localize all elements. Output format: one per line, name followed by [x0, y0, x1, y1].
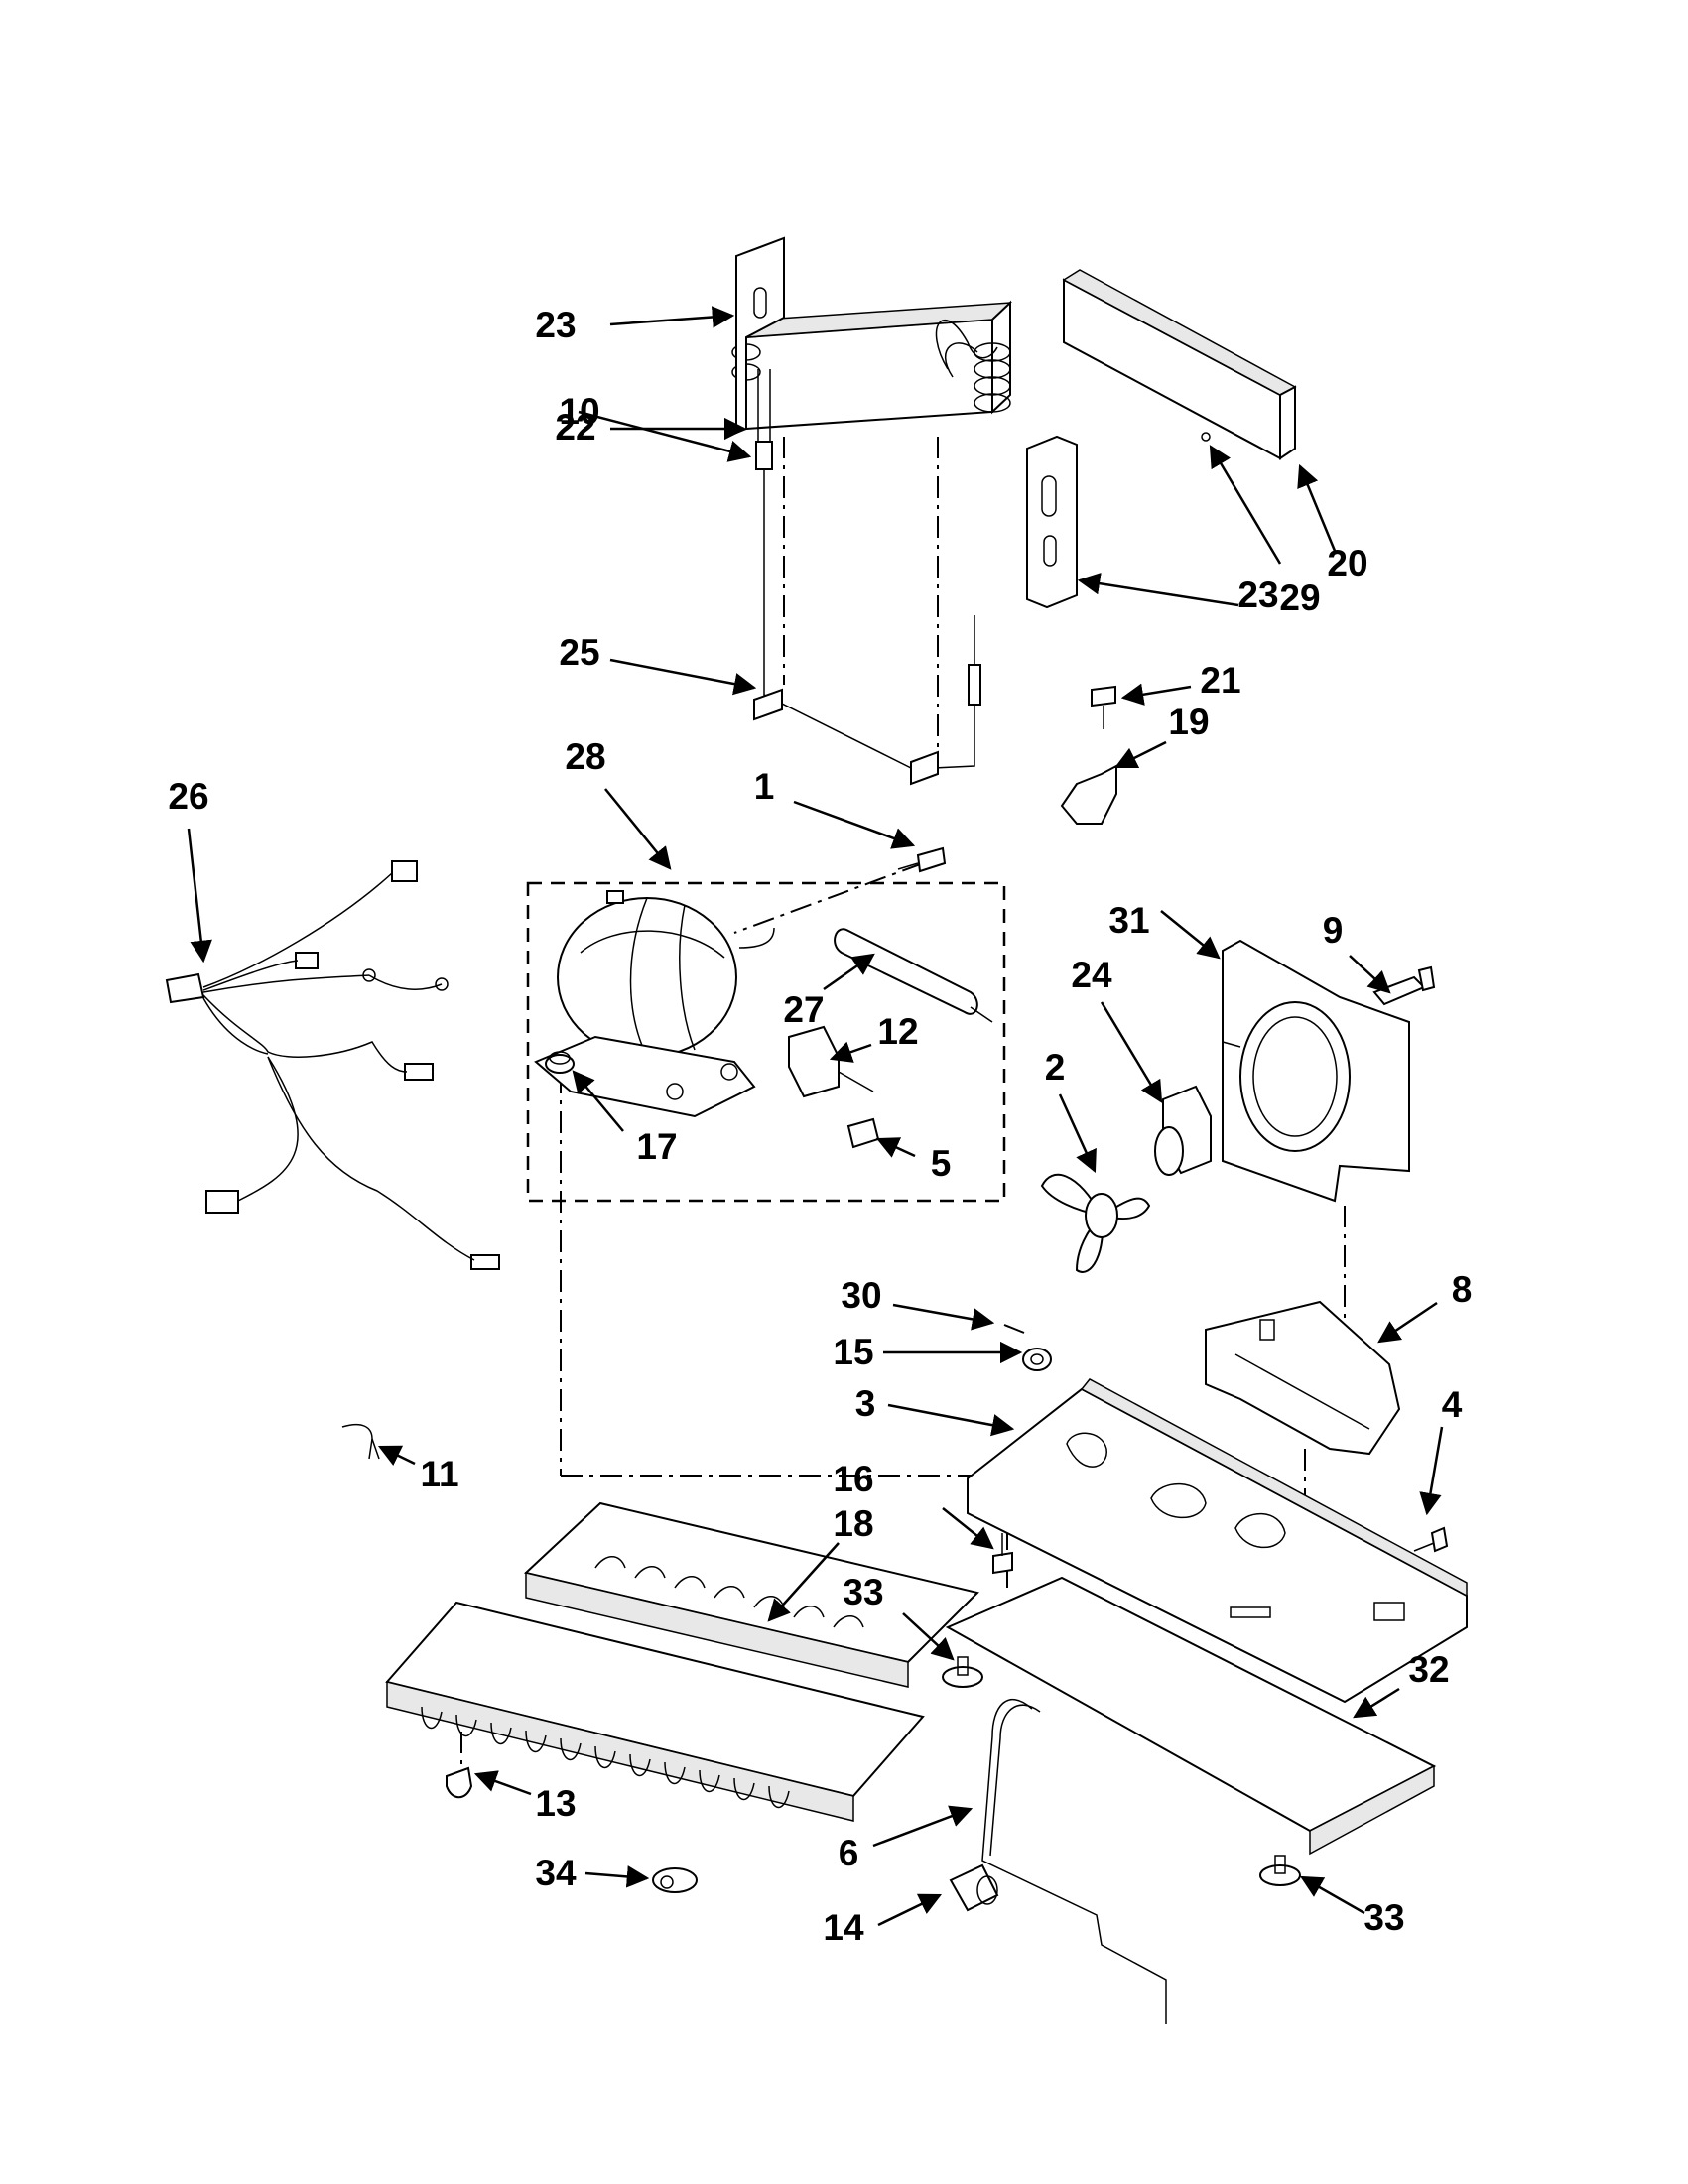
callout-5: 5 — [931, 1143, 952, 1184]
callout-33-lower: 33 — [1363, 1897, 1404, 1938]
callout-34: 34 — [535, 1853, 577, 1893]
callout-24: 24 — [1071, 955, 1112, 995]
callout-16: 16 — [833, 1459, 873, 1499]
relay-12-part — [788, 1025, 874, 1098]
callout-33-upper: 33 — [843, 1572, 883, 1612]
clip-13-part — [446, 1766, 473, 1799]
bracket-19-part — [1060, 764, 1117, 825]
pin-30-part — [1003, 1324, 1025, 1334]
callout-32: 32 — [1408, 1649, 1449, 1690]
callout-11: 11 — [420, 1454, 458, 1494]
drain-pan-part — [945, 1576, 1437, 1856]
callout-9: 9 — [1323, 910, 1344, 951]
callout-12: 12 — [877, 1011, 918, 1052]
callout-20: 20 — [1327, 543, 1367, 583]
callout-6: 6 — [839, 1833, 859, 1873]
compressor-kit-outline — [526, 881, 1006, 1203]
callout-22: 22 — [555, 407, 595, 448]
wire-harness-part — [165, 860, 500, 1270]
clip-11-part — [341, 1423, 380, 1460]
callout-21: 21 — [1200, 660, 1240, 701]
condenser-part — [385, 1501, 979, 1822]
defrost-heater-part — [753, 369, 981, 786]
callout-23-upper: 23 — [535, 305, 576, 345]
screw-9-part — [1372, 965, 1436, 1006]
callout-2: 2 — [1045, 1047, 1066, 1088]
cover-panel-part — [1062, 269, 1297, 460]
callout-27: 27 — [783, 989, 824, 1030]
callout-30: 30 — [841, 1275, 881, 1316]
callout-1: 1 — [754, 766, 775, 807]
callout-25: 25 — [559, 632, 599, 673]
foot-33a-part — [942, 1656, 983, 1688]
callout-17: 17 — [636, 1126, 677, 1167]
compressor-part — [534, 890, 775, 1118]
callout-19: 19 — [1168, 702, 1209, 742]
callout-10: 10 — [559, 391, 599, 432]
callout-14: 14 — [823, 1907, 864, 1948]
callout-3: 3 — [855, 1383, 876, 1424]
base-plate-part — [967, 1378, 1468, 1704]
callout-labels: 23 22 10 25 23 29 20 21 19 28 1 26 27 12… — [168, 305, 1472, 1948]
callout-18: 18 — [833, 1503, 873, 1544]
screw-4-part — [1413, 1526, 1449, 1553]
evaporator-part — [731, 300, 1013, 431]
callout-29: 29 — [1279, 578, 1320, 618]
evaporator-bracket-right-part — [1026, 435, 1078, 609]
tube-6-part — [981, 1698, 1167, 2024]
callout-23-lower: 23 — [1237, 575, 1278, 615]
screw-21-part — [1091, 685, 1116, 729]
part-14 — [949, 1863, 999, 1912]
fan-motor-part — [1154, 1085, 1212, 1176]
callout-28: 28 — [565, 736, 605, 777]
callout-4: 4 — [1442, 1384, 1463, 1425]
callout-8: 8 — [1452, 1269, 1473, 1310]
connector-5-part — [846, 1117, 880, 1149]
drier-part — [834, 928, 993, 1023]
screw-16-part — [992, 1533, 1013, 1575]
screw-1-part — [897, 846, 947, 873]
callout-15: 15 — [833, 1332, 873, 1372]
callout-leaders — [187, 306, 1444, 1927]
grommet-15-part — [1022, 1348, 1052, 1371]
callout-31: 31 — [1108, 900, 1149, 941]
part-34 — [652, 1867, 698, 1893]
fan-bracket-part — [1205, 1300, 1401, 1456]
fan-blade-part — [1040, 1173, 1151, 1273]
callout-13: 13 — [535, 1783, 576, 1824]
callout-26: 26 — [168, 776, 208, 817]
foot-33b-part — [1259, 1855, 1301, 1886]
fan-shroud-part — [1222, 939, 1410, 1203]
grommet-17-part — [545, 1051, 575, 1074]
